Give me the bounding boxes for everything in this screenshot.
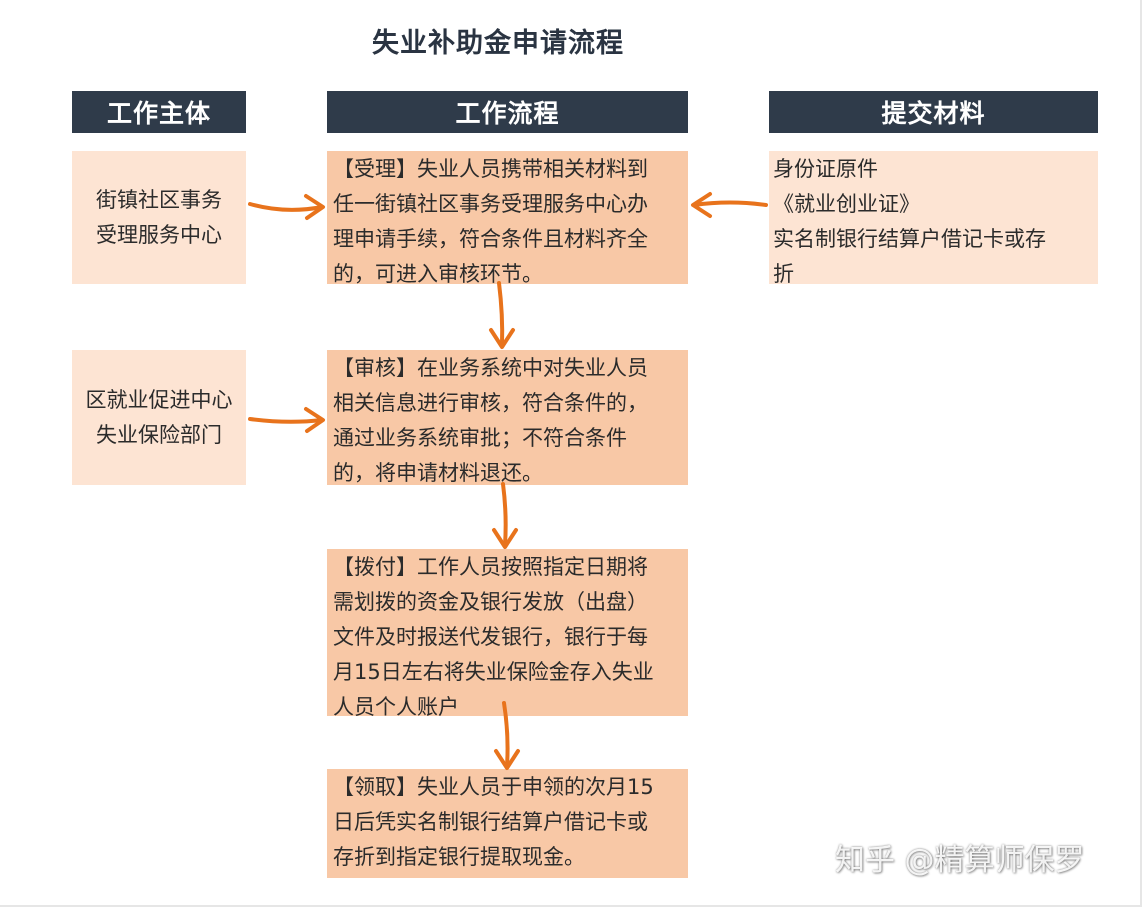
step-line: 相关信息进行审核，符合条件的， xyxy=(333,391,648,415)
step-line: 任一街镇社区事务受理服务中心办 xyxy=(333,192,648,216)
material-line: 折 xyxy=(773,262,794,286)
step-line: 通过业务系统审批；不符合条件 xyxy=(333,426,627,450)
subject-line: 受理服务中心 xyxy=(96,222,222,247)
header-process: 工作流程 xyxy=(327,91,688,133)
material-line: 实名制银行结算户借记卡或存 xyxy=(773,227,1046,251)
arrow-materials-to-step1 xyxy=(691,192,768,218)
step-line: 文件及时报送代发银行，银行于每 xyxy=(333,625,648,649)
frame-border xyxy=(1140,0,1142,907)
materials-box: 身份证原件 《就业创业证》 实名制银行结算户借记卡或存 折 xyxy=(769,151,1098,286)
step-line: 的，将申请材料退还。 xyxy=(333,461,543,485)
material-line: 《就业创业证》 xyxy=(773,192,920,216)
step-line: 【领取】失业人员于申领的次月15 xyxy=(333,775,654,799)
step-box-accept: 【受理】失业人员携带相关材料到 任一街镇社区事务受理服务中心办 理申请手续，符合… xyxy=(327,151,688,286)
header-subject: 工作主体 xyxy=(72,91,246,133)
watermark: 知乎 @精算师保罗 xyxy=(835,843,1085,878)
arrow-step2-to-step3 xyxy=(492,482,518,549)
step-line: 存折到指定银行提取现金。 xyxy=(333,845,585,869)
subject-line: 区就业促进中心 xyxy=(85,387,233,412)
step-line: 月15日左右将失业保险金存入失业 xyxy=(333,660,654,684)
step-line: 理申请手续，符合条件且材料齐全 xyxy=(333,227,648,251)
step-line: 【受理】失业人员携带相关材料到 xyxy=(333,157,648,181)
step-line: 的，可进入审核环节。 xyxy=(333,262,543,286)
step-box-review: 【审核】在业务系统中对失业人员 相关信息进行审核，符合条件的， 通过业务系统审批… xyxy=(327,350,688,485)
step-line: 【拨付】工作人员按照指定日期将 xyxy=(333,555,648,579)
subject-box-district-center: 区就业促进中心 失业保险部门 xyxy=(72,350,246,485)
material-line: 身份证原件 xyxy=(773,157,878,181)
step-line: 【审核】在业务系统中对失业人员 xyxy=(333,356,648,380)
arrow-subject1-to-step1 xyxy=(248,194,325,220)
subject-box-street-center: 街镇社区事务 受理服务中心 xyxy=(72,151,246,284)
arrow-subject2-to-step2 xyxy=(248,407,325,433)
frame-border xyxy=(0,905,1142,907)
step-line: 日后凭实名制银行结算户借记卡或 xyxy=(333,810,648,834)
arrow-step1-to-step2 xyxy=(489,281,515,349)
step-line: 需划拨的资金及银行发放（出盘） xyxy=(333,590,648,614)
page-title: 失业补助金申请流程 xyxy=(372,28,624,59)
header-materials: 提交材料 xyxy=(769,91,1098,133)
step-box-collect: 【领取】失业人员于申领的次月15 日后凭实名制银行结算户借记卡或 存折到指定银行… xyxy=(327,769,688,878)
step-line: 人员个人账户 xyxy=(333,695,459,719)
subject-line: 失业保险部门 xyxy=(96,422,222,447)
step-box-payment: 【拨付】工作人员按照指定日期将 需划拨的资金及银行发放（出盘） 文件及时报送代发… xyxy=(327,549,688,719)
subject-line: 街镇社区事务 xyxy=(96,187,222,212)
